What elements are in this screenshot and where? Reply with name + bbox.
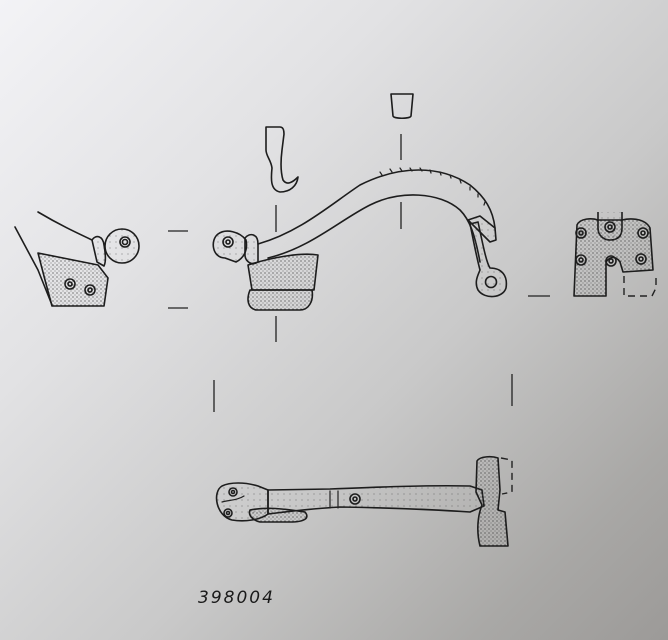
catalog-number: 398004 (198, 588, 275, 608)
cross-section-catch (265, 126, 299, 342)
side-view-head-detail (14, 211, 188, 309)
top-view (215, 455, 513, 547)
cross-section-bow (390, 93, 414, 229)
end-view-foot (528, 212, 657, 297)
side-view (212, 167, 508, 311)
